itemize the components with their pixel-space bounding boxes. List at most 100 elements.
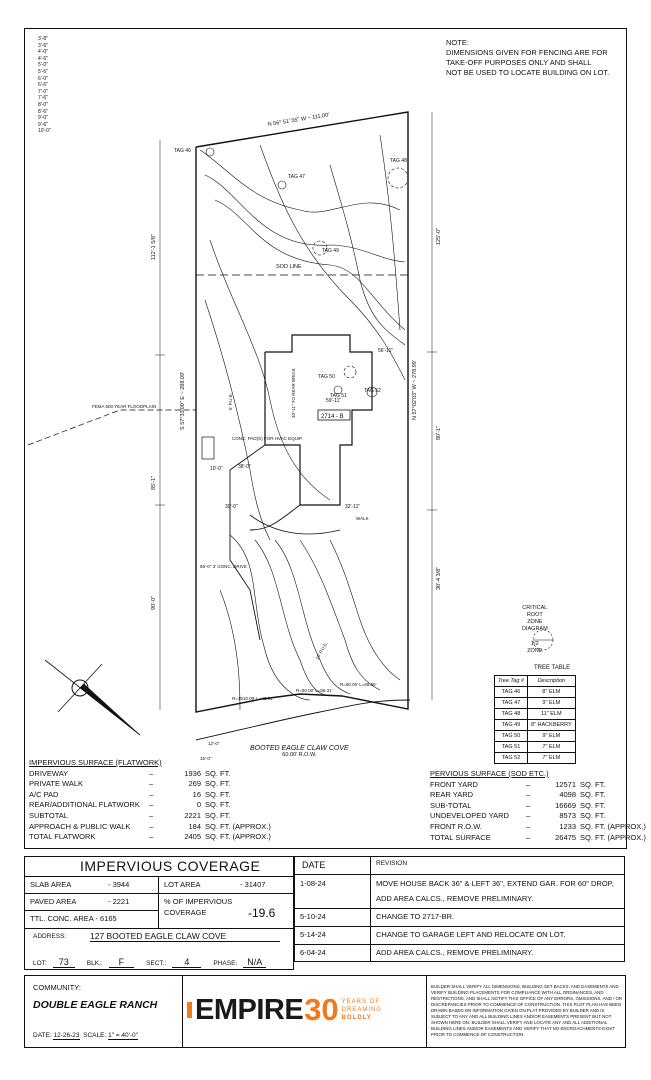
surface-label: REAR/ADDITIONAL FLATWORK: [29, 800, 140, 810]
plan-number-box: [317, 409, 351, 421]
surface-value: 269: [188, 779, 201, 789]
scale-legend-item: 9'-0": [38, 115, 48, 122]
revision-header: REVISION: [376, 860, 408, 867]
slab-area-value: - 3944: [108, 880, 130, 889]
surface-label: TOTAL FLATWORK: [29, 832, 96, 842]
surface-dash: –: [526, 811, 531, 821]
tree-table-cell: 9" ELM: [527, 730, 576, 742]
tree-tag-51: [333, 385, 343, 395]
surface-unit: SQ. FT.: [580, 779, 606, 789]
logo-wordmark: EMPIRE: [195, 993, 304, 1026]
contour-line: [329, 539, 401, 681]
slab-area-label: SLAB AREA: [30, 880, 72, 889]
tag-label: TAG 50: [318, 374, 335, 380]
lot-area-label: LOT AREA: [164, 880, 201, 889]
dim-56: 56'-11": [378, 348, 393, 354]
logo-accent-bar: [187, 1002, 192, 1018]
tag-label: TAG 49: [322, 248, 339, 254]
dim-right-top: 125'-0": [436, 228, 442, 245]
contour-line: [379, 134, 401, 331]
site-plan-drawing: N 56° 51' 55" W ~ 111.00' S 57°33'00" E …: [27, 111, 554, 761]
contour-line: [219, 589, 241, 711]
surface-value: 2221: [184, 810, 201, 820]
dim-left-bot: 90'-0": [151, 596, 157, 610]
scale-legend-item: 9'-6": [38, 121, 48, 128]
surface-label: DRIVEWAY: [29, 768, 69, 778]
surface-dash: –: [526, 779, 531, 789]
contour-line: [274, 539, 351, 695]
ttl-conc-label: TTL. CONC. AREA - 6165: [30, 914, 117, 923]
tree-table-cell: 9" ELM: [527, 697, 576, 709]
scale-legend-item: 8'-0": [38, 101, 48, 108]
revision-text: MOVE HOUSE BACK 36" & LEFT 36", EXTEND G…: [376, 879, 614, 888]
surface-value: 4098: [559, 790, 576, 800]
lot-boundary: [195, 111, 409, 713]
surface-label: FRONT R.O.W.: [430, 821, 482, 831]
surface-unit: SQ. FT.: [205, 768, 231, 778]
scale-legend: 3'-8"3'-6"4'-0"4'-6"5'-0"5'-6"6'-0"6'-6"…: [38, 36, 51, 135]
north-arrow-icon: [44, 659, 141, 736]
surface-label: PRIVATE WALK: [29, 779, 84, 789]
street-label: BOOTED EAGLE CLAW COVE 60.00' R.O.W.: [250, 745, 349, 758]
street-curb: [195, 699, 411, 741]
revision-date: 5-14-24: [300, 930, 326, 939]
surface-dash: –: [149, 779, 154, 789]
coverage-title: IMPERVIOUS COVERAGE: [80, 858, 261, 874]
surface-unit: SQ. FT.: [580, 800, 606, 810]
revision-date-header: DATE: [302, 860, 326, 870]
surface-label: SUBTOTAL: [29, 810, 68, 820]
community-label: COMMUNITY:: [33, 983, 81, 992]
pervious-surface-list: PERVIOUS SURFACE (SOD ETC.) FRONT YARD–1…: [430, 769, 646, 844]
dim-right-mid: 80'-1": [436, 426, 442, 440]
scale-legend-item: 5'-6": [38, 68, 48, 75]
surface-label: REAR YARD: [430, 790, 474, 800]
plan-date-scale: DATE: 12-26-23 SCALE: 1" = 40'-0": [33, 1032, 138, 1040]
surface-unit: SQ. FT.: [205, 810, 231, 820]
fencing-note: NOTE: DIMENSIONS GIVEN FOR FENCING ARE F…: [446, 38, 610, 77]
driveway: [229, 444, 301, 641]
surface-unit: SQ. FT.: [205, 789, 231, 799]
dim-right-bot: 30'-4 3/8": [436, 567, 442, 590]
pct-label: % OF IMPERVIOUS COVERAGE: [164, 897, 233, 917]
curve-2: R=50.00' L=58.31': [296, 688, 333, 693]
dim-32: 32'-11": [345, 504, 360, 510]
title-block: [24, 975, 626, 1048]
surface-dash: –: [526, 800, 531, 810]
address-value: 127 BOOTED EAGLE CLAW COVE: [90, 931, 280, 942]
surface-unit: SQ. FT. (APPROX.): [580, 832, 646, 842]
surface-value: 1936: [184, 768, 201, 778]
revision-text: ADD AREA CALCS., REMOVE PRELIMINARY.: [376, 948, 534, 957]
tree-table-cell: TAG 52: [494, 752, 528, 764]
side-pue: 5' P.U.E.: [228, 393, 233, 410]
surface-dash: –: [526, 821, 531, 831]
paved-area-label: PAVED AREA: [30, 897, 77, 906]
contour-line: [204, 299, 271, 541]
scale-legend-item: 5'-0": [38, 62, 48, 69]
tree-tag-48: [387, 167, 409, 189]
surface-label: A/C PAD: [29, 789, 59, 799]
tree-table-cell: TAG 50: [494, 730, 528, 742]
logo-tagline: YEARS OF DREAMING BOLDLY: [341, 999, 383, 1021]
logo-number: 30: [304, 992, 339, 1027]
coverage-block: [24, 856, 294, 970]
surface-value: 2405: [184, 832, 201, 842]
address-label: ADDRESS:: [33, 933, 67, 940]
tree-tag-47: [277, 180, 287, 190]
surface-value: 16669: [555, 800, 576, 810]
pct-value: -19.6: [248, 906, 276, 920]
